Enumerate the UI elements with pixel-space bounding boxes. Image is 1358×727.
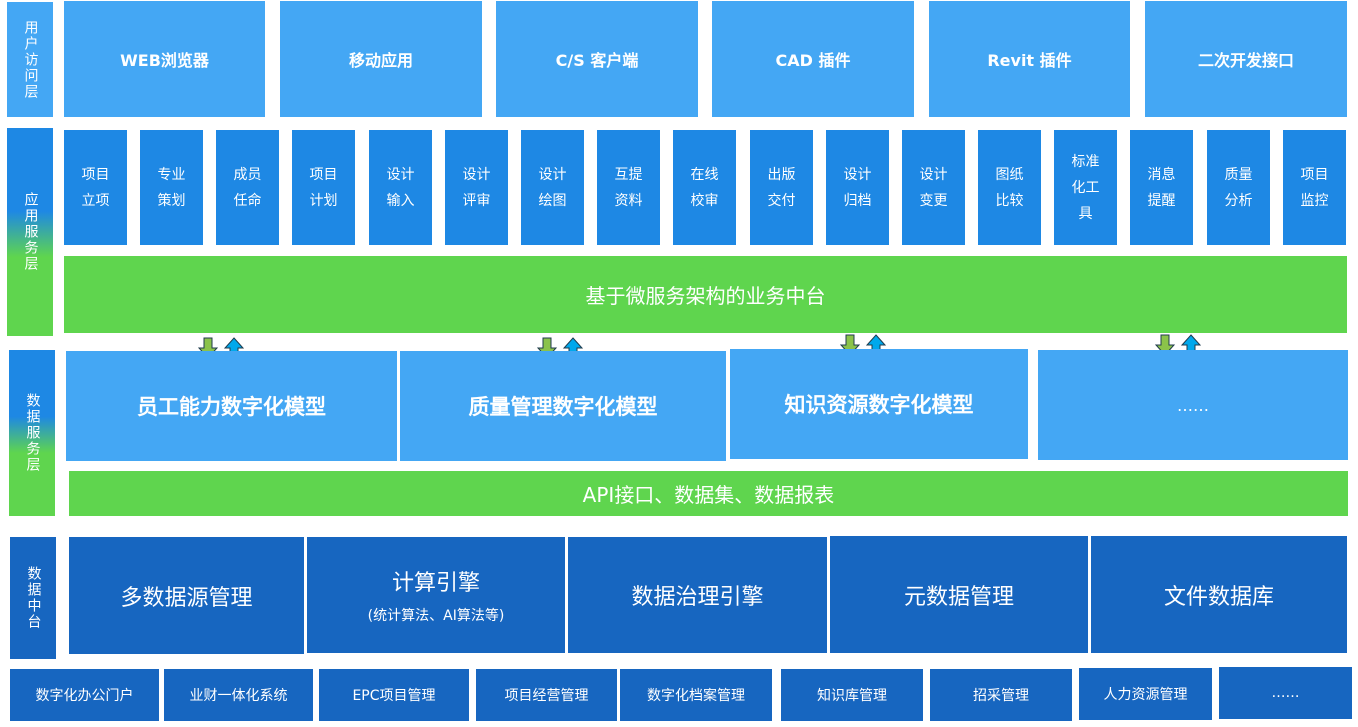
model-more[interactable]: …… — [1038, 350, 1348, 460]
app-item-message-reminder[interactable]: 消息 提醒 — [1130, 130, 1193, 245]
app-item-design-input[interactable]: 设计 输入 — [369, 130, 432, 245]
layer-label-text: 数据服务层 — [24, 393, 41, 473]
layer-label-text: 数据中台 — [25, 566, 42, 630]
system-digital-archive[interactable]: 数字化档案管理 — [620, 669, 772, 721]
access-item-cs-client[interactable]: C/S 客户端 — [496, 1, 698, 117]
access-item-cad[interactable]: CAD 插件 — [712, 1, 914, 117]
layer-label-app: 应用服务层 — [7, 128, 53, 336]
layer-label-access: 用户访问层 — [7, 2, 53, 117]
business-platform-bar: 基于微服务架构的业务中台 — [64, 256, 1347, 333]
app-item-design-archive[interactable]: 设计 归档 — [826, 130, 889, 245]
core-title: 文件数据库 — [1163, 584, 1274, 610]
access-item-web[interactable]: WEB浏览器 — [64, 1, 265, 117]
model-quality-management[interactable]: 质量管理数字化模型 — [400, 351, 726, 461]
core-multi-datasource[interactable]: 多数据源管理 — [69, 537, 304, 654]
app-item-quality-analysis[interactable]: 质量 分析 — [1207, 130, 1270, 245]
access-item-dev-api[interactable]: 二次开发接口 — [1145, 1, 1347, 117]
app-item-publish-delivery[interactable]: 出版 交付 — [750, 130, 813, 245]
system-more[interactable]: …… — [1219, 667, 1352, 719]
app-item-drawing-compare[interactable]: 图纸 比较 — [978, 130, 1041, 245]
system-project-operation[interactable]: 项目经营管理 — [476, 669, 617, 721]
layer-label-data-platform: 数据中台 — [10, 537, 56, 659]
model-employee-capability[interactable]: 员工能力数字化模型 — [66, 351, 397, 461]
system-hr[interactable]: 人力资源管理 — [1079, 668, 1212, 720]
api-bar: API接口、数据集、数据报表 — [69, 471, 1348, 516]
app-item-project-monitor[interactable]: 项目 监控 — [1283, 130, 1346, 245]
app-item-discipline-planning[interactable]: 专业 策划 — [140, 130, 203, 245]
app-item-project-initiation[interactable]: 项目 立项 — [64, 130, 127, 245]
core-metadata[interactable]: 元数据管理 — [830, 536, 1088, 653]
core-subtitle: (统计算法、AI算法等) — [367, 608, 505, 624]
core-file-database[interactable]: 文件数据库 — [1091, 536, 1347, 653]
system-epc[interactable]: EPC项目管理 — [319, 669, 469, 721]
core-title: 数据治理引擎 — [631, 585, 764, 610]
system-finance[interactable]: 业财一体化系统 — [164, 669, 313, 721]
app-item-design-drawing[interactable]: 设计 绘图 — [521, 130, 584, 245]
system-procurement[interactable]: 招采管理 — [930, 669, 1072, 721]
model-knowledge-resource[interactable]: 知识资源数字化模型 — [730, 349, 1028, 459]
layer-label-text: 应用服务层 — [22, 192, 39, 272]
layer-label-text: 用户访问层 — [22, 19, 39, 100]
core-data-governance[interactable]: 数据治理引擎 — [568, 537, 827, 653]
layer-label-data-service: 数据服务层 — [9, 350, 55, 516]
app-item-mutual-data[interactable]: 互提 资料 — [597, 130, 660, 245]
app-item-standard-tools[interactable]: 标准 化工 具 — [1054, 130, 1117, 245]
app-item-member-appointment[interactable]: 成员 任命 — [216, 130, 279, 245]
core-title: 多数据源管理 — [120, 585, 253, 611]
core-title: 元数据管理 — [903, 584, 1014, 610]
app-item-design-change[interactable]: 设计 变更 — [902, 130, 965, 245]
core-title: 计算引擎 — [391, 571, 480, 596]
access-item-mobile[interactable]: 移动应用 — [280, 1, 482, 117]
app-item-project-plan[interactable]: 项目 计划 — [292, 130, 355, 245]
core-compute-engine[interactable]: 计算引擎 (统计算法、AI算法等) — [307, 537, 565, 653]
access-item-revit[interactable]: Revit 插件 — [929, 1, 1130, 117]
system-knowledge-base[interactable]: 知识库管理 — [781, 669, 923, 721]
system-office-portal[interactable]: 数字化办公门户 — [10, 669, 159, 721]
app-item-online-review[interactable]: 在线 校审 — [673, 130, 736, 245]
app-item-design-review[interactable]: 设计 评审 — [445, 130, 508, 245]
